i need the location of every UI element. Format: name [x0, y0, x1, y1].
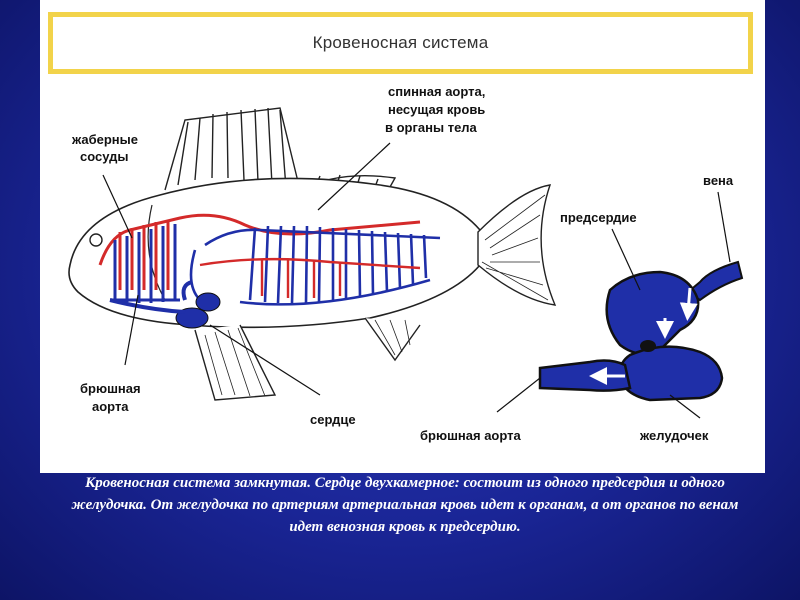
- label-ventricle: желудочек: [639, 428, 709, 443]
- label-dorsal-aorta-3: в органы тела: [385, 120, 478, 135]
- ventricle-chamber: [620, 347, 722, 400]
- slide-caption: Кровеносная система замкнутая. Сердце дв…: [60, 472, 750, 538]
- label-ventral-aorta-1: брюшная: [80, 381, 141, 396]
- label-gill-vessels-1: жаберные: [71, 132, 138, 147]
- anal-fin: [365, 318, 420, 360]
- circulatory-diagram: жаберные сосуды спинная аорта, несущая к…: [40, 74, 765, 472]
- tail-fin: [478, 185, 555, 305]
- title-box: Кровеносная система: [48, 12, 753, 74]
- slide-title: Кровеносная система: [313, 33, 489, 53]
- label-ventral-aorta-2: аорта: [92, 399, 129, 414]
- label-gill-vessels-2: сосуды: [80, 149, 129, 164]
- fish-figure: [69, 108, 555, 400]
- label-vein: вена: [703, 173, 734, 188]
- heart-detail: [540, 262, 742, 400]
- label-dorsal-aorta-2: несущая кровь: [388, 102, 485, 117]
- label-heart: сердце: [310, 412, 356, 427]
- label-atrium: предсердие: [560, 210, 637, 225]
- label-ventral-aorta-full: брюшная аорта: [420, 428, 521, 443]
- label-dorsal-aorta-1: спинная аорта,: [388, 84, 485, 99]
- pelvic-fin: [195, 325, 275, 400]
